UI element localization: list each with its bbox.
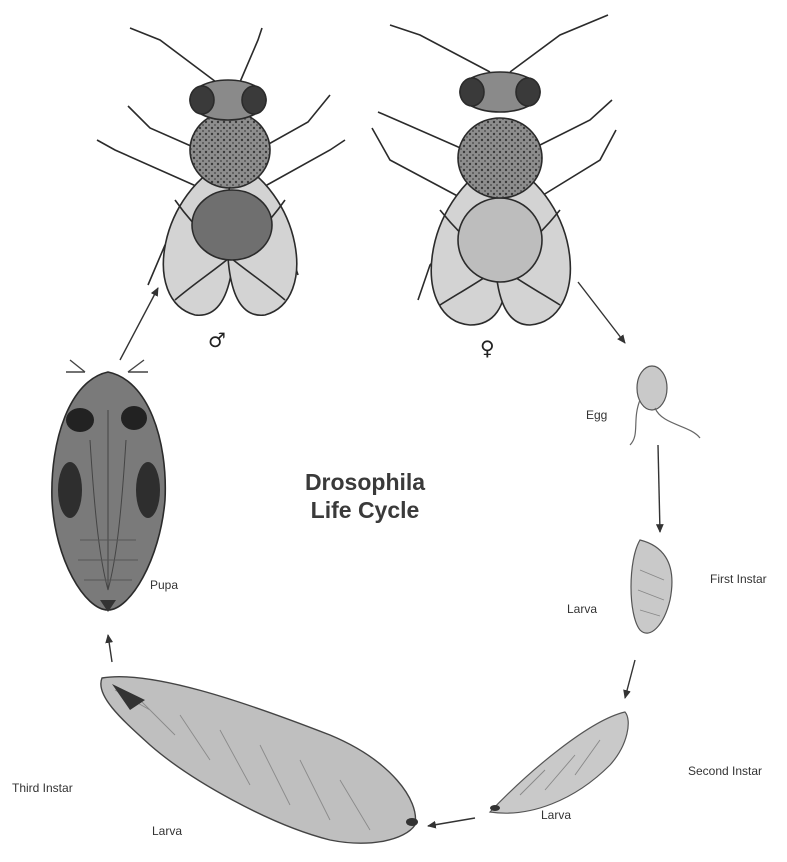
- arrow-female-to-egg: [578, 282, 625, 343]
- label-pupa: Pupa: [150, 578, 178, 592]
- label-third-larva: Larva: [152, 824, 182, 838]
- arrow-egg-to-first-instar: [658, 445, 660, 532]
- label-second-instar: Second Instar: [688, 764, 762, 778]
- third-instar-larva: [101, 677, 418, 843]
- label-egg: Egg: [586, 408, 607, 422]
- label-first-larva: Larva: [567, 602, 597, 616]
- arrow-second-to-third-instar: [428, 818, 475, 826]
- label-first-instar: First Instar: [710, 572, 767, 586]
- label-third-instar: Third Instar: [12, 781, 73, 795]
- male-symbol: ♂: [208, 328, 226, 352]
- male-fly: [97, 28, 345, 315]
- arrow-pupa-to-male: [120, 288, 158, 360]
- title-line-1: Drosophila: [250, 468, 480, 496]
- arrow-third-instar-to-pupa: [108, 635, 112, 662]
- title-line-2: Life Cycle: [250, 496, 480, 524]
- label-second-larva: Larva: [541, 808, 571, 822]
- second-instar-larva: [490, 712, 628, 813]
- female-fly: [372, 15, 616, 325]
- pupa: [52, 360, 165, 612]
- diagram-title: Drosophila Life Cycle: [250, 468, 480, 524]
- female-symbol: ♀: [480, 336, 495, 360]
- egg: [630, 366, 700, 445]
- arrow-first-to-second-instar: [625, 660, 635, 698]
- first-instar-larva: [631, 540, 672, 633]
